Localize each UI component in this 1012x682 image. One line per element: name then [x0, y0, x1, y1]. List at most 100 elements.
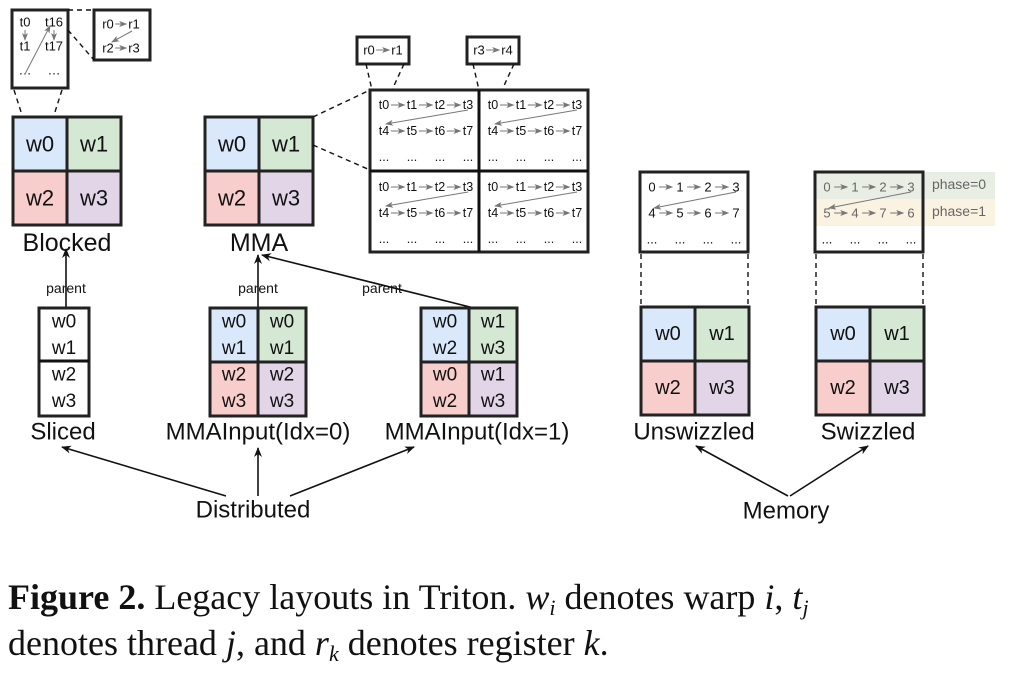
- blocked-label: Blocked: [23, 229, 112, 257]
- warp-label: w1: [883, 323, 910, 345]
- register-item: r3: [128, 41, 140, 56]
- figure-label: Figure 2.: [8, 577, 146, 617]
- thread-q3-item: t1: [516, 180, 526, 194]
- thread-q3-item: t0: [488, 180, 498, 194]
- input-warp-label: w0: [221, 312, 246, 333]
- parent-label: parent: [362, 280, 402, 296]
- thread-q1-item: t5: [516, 124, 526, 138]
- thread-q1-item: t6: [544, 124, 554, 138]
- input-warp-label: w3: [269, 391, 294, 412]
- thread-q3-item: ...: [572, 232, 582, 246]
- thread-q2-item: ...: [463, 232, 473, 246]
- thread-q2-item: t2: [435, 180, 445, 194]
- warp-cell-w2: [11, 169, 69, 227]
- thread-q1-item: t3: [572, 98, 582, 112]
- memory-arrow-swizzled: [789, 445, 869, 497]
- thread-q1-item: t1: [516, 98, 526, 112]
- unswizzled-row-item: 2: [704, 180, 711, 195]
- mma-label: MMA: [230, 229, 289, 257]
- swizzled-row-item: ...: [850, 232, 861, 247]
- warp-label: w0: [217, 132, 246, 157]
- unswizzled-row-item: ...: [647, 232, 658, 247]
- register-item: r1: [391, 43, 403, 58]
- thread-q1-item: ...: [572, 150, 582, 164]
- thread-q0-item: t1: [407, 98, 417, 112]
- register-arrow: [111, 30, 133, 43]
- warp-cell-w3: [257, 169, 315, 227]
- zoom-dash: [472, 63, 480, 91]
- input-cell: [256, 306, 308, 364]
- warp-label: w1: [271, 132, 300, 157]
- thread-q0-item: ...: [407, 150, 417, 164]
- thread-q0-item: t3: [463, 98, 473, 112]
- unswizzled-label: Unswizzled: [633, 419, 754, 446]
- swizzled-label: Swizzled: [821, 419, 916, 446]
- warp-cell-w1: [65, 115, 123, 173]
- thread-q3-item: t2: [544, 180, 554, 194]
- warp-cell-w3: [65, 169, 123, 227]
- warp-label: w0: [25, 132, 54, 157]
- swizzled-row-item: 4: [851, 206, 858, 221]
- zoom-dash: [53, 89, 63, 116]
- thread-q3-item: t6: [544, 206, 554, 220]
- warp-cell-w1: [868, 305, 926, 363]
- unswizzled-row-item: 4: [648, 206, 655, 221]
- thread-q0-item: t4: [379, 124, 389, 138]
- memory-label: Memory: [743, 498, 830, 525]
- sliced-label: Sliced: [30, 419, 95, 446]
- swizzled-row-item: 5: [823, 206, 830, 221]
- input-warp-label: w1: [480, 365, 505, 386]
- input-warp-label: w2: [432, 391, 457, 412]
- phase1-label: phase=1: [932, 203, 986, 219]
- wrap-arrow: [828, 191, 912, 210]
- thread-label: t1: [20, 39, 31, 54]
- memory-arrow-unswizzled: [695, 445, 789, 497]
- register-item: r4: [501, 43, 513, 58]
- input-warp-label: w2: [269, 365, 294, 386]
- register-item: r0: [102, 17, 114, 32]
- distributed-arrow-input1: [289, 446, 415, 497]
- swizzled-row-item: ...: [878, 232, 889, 247]
- input-cell: [467, 360, 519, 418]
- phase0-label: phase=0: [932, 176, 986, 192]
- thread-q2-item: ...: [435, 232, 445, 246]
- input-cell: [419, 360, 471, 418]
- thread-q2-item: t1: [407, 180, 417, 194]
- thread-label: t0: [20, 15, 31, 30]
- swizzled-row-item: 3: [907, 180, 914, 195]
- input-warp-label: w0: [432, 312, 457, 333]
- register-item: r0: [363, 43, 375, 58]
- thread-label: t17: [45, 39, 63, 54]
- swizzled-row-item: ...: [906, 232, 917, 247]
- thread-q0-item: ...: [379, 150, 389, 164]
- thread-q3-item: t5: [516, 206, 526, 220]
- thread-wrap-arrow: [494, 191, 578, 208]
- input-cell: [208, 360, 260, 418]
- register-item: r1: [128, 17, 140, 32]
- input-cell: [419, 306, 471, 364]
- thread-q0-item: ...: [463, 150, 473, 164]
- zoom-dash: [391, 63, 405, 91]
- swizzled-row-item: 7: [879, 206, 886, 221]
- warp-label: w3: [883, 377, 910, 399]
- warp-cell-w1: [693, 305, 751, 363]
- input-warp-label: w3: [480, 338, 505, 359]
- input-warp-label: w2: [432, 338, 457, 359]
- thread-q3-item: ...: [516, 232, 526, 246]
- warp-cell-w3: [868, 359, 926, 417]
- ellipsis: …: [48, 63, 61, 78]
- thread-q0-item: ...: [435, 150, 445, 164]
- thread-q0-item: t7: [463, 124, 473, 138]
- input-warp-label: w0: [432, 365, 457, 386]
- swizzled-row-item: 1: [851, 180, 858, 195]
- blocked-thread-zoom-box: [10, 8, 70, 90]
- zoom-dash: [312, 89, 371, 118]
- unswizzled-row-item: 0: [648, 180, 655, 195]
- unswizzled-row-item: ...: [675, 232, 686, 247]
- thread-q3-item: t7: [572, 206, 582, 220]
- zoom-dash: [67, 29, 95, 61]
